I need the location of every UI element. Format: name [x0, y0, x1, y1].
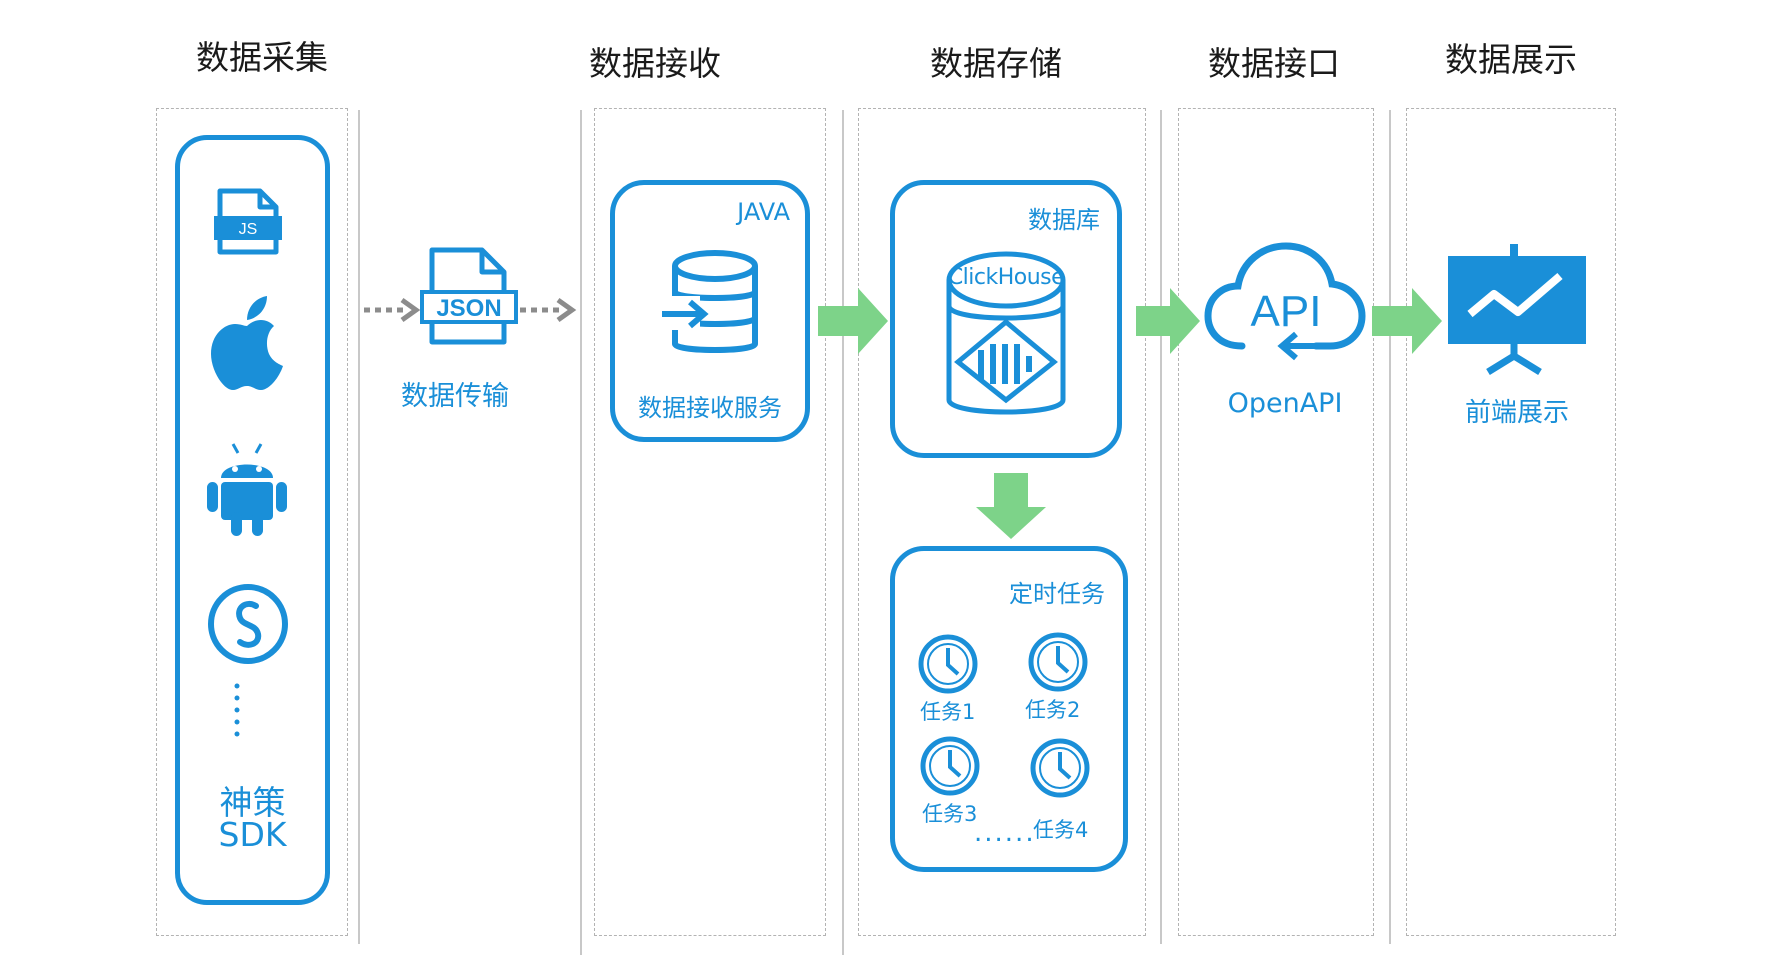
- column-title-display: 数据展示: [1445, 40, 1577, 79]
- openapi-label: OpenAPI: [1227, 388, 1343, 419]
- green-arrow-3: [1372, 288, 1442, 354]
- clock-icon-1: [918, 634, 978, 694]
- database-import-icon: [660, 250, 758, 353]
- jobs-title: 定时任务: [1009, 580, 1105, 608]
- task-label-4: 任务4: [1033, 818, 1089, 842]
- tasks-more: ......: [974, 818, 1036, 848]
- task-label-3: 任务3: [922, 802, 978, 826]
- sdk-name-line2: SDK: [218, 815, 287, 854]
- receiver-lang: JAVA: [737, 198, 790, 226]
- api-cloud-label: API: [1251, 287, 1322, 336]
- clock-icon-2: [1028, 632, 1088, 692]
- dashed-arrow-left: [364, 297, 421, 323]
- task-label-2: 任务2: [1025, 698, 1081, 722]
- separator-1: [358, 110, 360, 944]
- column-title-collect: 数据采集: [196, 38, 328, 77]
- js-file-icon: JS: [214, 188, 282, 255]
- presentation-chart-icon: [1448, 244, 1586, 375]
- api-cloud-icon: API: [1204, 242, 1366, 361]
- clock-icon-3: [920, 736, 980, 796]
- separator-3: [842, 110, 844, 955]
- display-label: 前端展示: [1464, 398, 1569, 428]
- sensors-logo-icon: [208, 584, 288, 664]
- more-dots-icon: [234, 683, 240, 737]
- receiver-box: [610, 180, 810, 442]
- separator-4: [1160, 110, 1162, 944]
- separator-2: [580, 110, 582, 955]
- apple-icon: [211, 296, 283, 390]
- column-title-interface: 数据接口: [1208, 44, 1340, 83]
- task-label-1: 任务1: [920, 700, 976, 724]
- clock-icon-4: [1030, 738, 1090, 798]
- separator-5: [1389, 110, 1391, 944]
- collect-panel: [156, 108, 348, 936]
- json-file-icon: JSON: [420, 247, 518, 345]
- column-title-receive: 数据接收: [589, 44, 721, 83]
- android-icon: [207, 443, 287, 536]
- database-label: 数据库: [1028, 206, 1100, 234]
- json-label: JSON: [436, 295, 501, 322]
- interface-panel: [1178, 108, 1374, 936]
- green-arrow-1: [818, 288, 888, 354]
- jobs-box: [890, 546, 1128, 872]
- dashed-arrow-right: [520, 297, 577, 323]
- js-label: JS: [239, 221, 258, 238]
- clickhouse-label: ClickHouse: [947, 265, 1065, 290]
- transfer-label: 数据传输: [401, 381, 509, 412]
- sdk-name-line1: 神策: [219, 783, 286, 822]
- clickhouse-db-icon: [946, 251, 1066, 415]
- green-arrow-down: [976, 473, 1046, 539]
- store-panel: [858, 108, 1146, 936]
- column-title-store: 数据存储: [930, 44, 1062, 83]
- receiver-label: 数据接收服务: [638, 394, 782, 422]
- green-arrow-2: [1136, 288, 1200, 354]
- receive-panel: [594, 108, 826, 936]
- display-panel: [1406, 108, 1616, 936]
